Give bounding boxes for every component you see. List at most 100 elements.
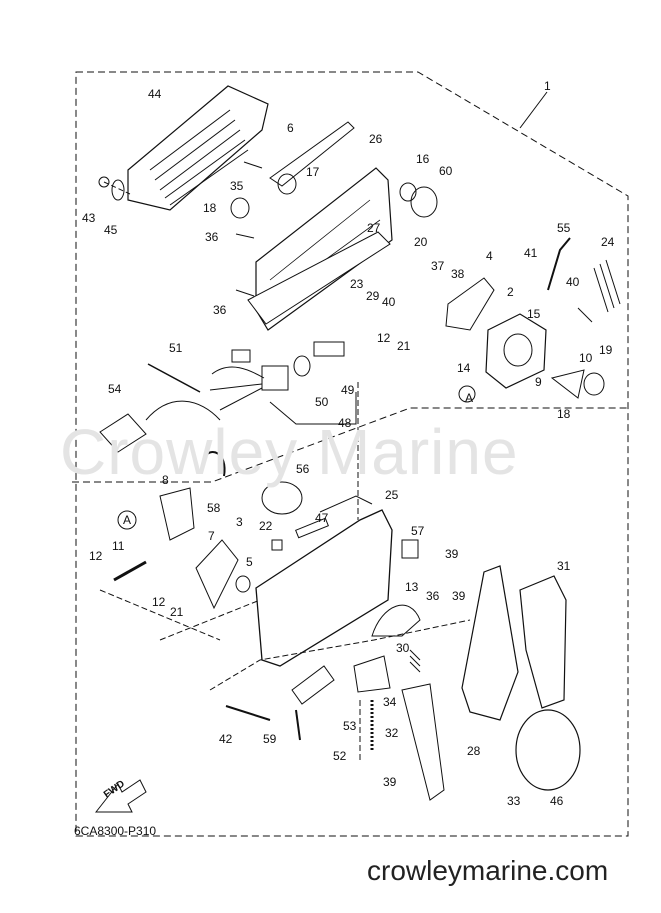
part-8-bracket <box>160 488 194 540</box>
label-21-top: 21 <box>397 339 411 353</box>
part-43-nut <box>99 177 109 187</box>
label-38: 38 <box>451 267 465 281</box>
label-28: 28 <box>467 744 481 758</box>
label-35: 35 <box>230 179 244 193</box>
part-30-spring <box>410 650 420 672</box>
part-36-screw-b <box>236 290 254 296</box>
part-16-ring <box>400 183 416 201</box>
label-50: 50 <box>315 395 329 409</box>
label-54: 54 <box>108 382 122 396</box>
label-43: 43 <box>82 211 96 225</box>
label-5: 5 <box>246 555 253 569</box>
label-39-bottom: 39 <box>383 775 397 789</box>
label-34: 34 <box>383 695 397 709</box>
part-11-pin <box>114 562 146 580</box>
part-28-arm <box>462 566 518 720</box>
label-25: 25 <box>385 488 399 502</box>
label-23: 23 <box>350 277 364 291</box>
label-55: 55 <box>557 221 571 235</box>
label-42: 42 <box>219 732 233 746</box>
part-18-grommet-b <box>584 373 604 395</box>
part-34-bracket <box>354 656 390 692</box>
label-57: 57 <box>411 524 425 538</box>
part-13-plate <box>372 605 420 636</box>
part-2-housing <box>486 314 546 388</box>
label-26: 26 <box>369 132 383 146</box>
part-42-bolt <box>226 706 270 720</box>
part-54-connector <box>100 414 146 452</box>
part-56-buzzer <box>262 482 302 514</box>
assembly-boundary <box>76 72 628 836</box>
label-22: 22 <box>259 519 273 533</box>
label-21-bottom: 21 <box>170 605 184 619</box>
part-46-cap <box>516 710 580 790</box>
part-36-screw <box>236 234 254 238</box>
part-18-grommet <box>231 198 249 218</box>
label-18-right: 18 <box>557 407 571 421</box>
label-14: 14 <box>457 361 471 375</box>
label-51: 51 <box>169 341 183 355</box>
label-36-top: 36 <box>205 230 219 244</box>
part-59-screw <box>296 710 300 740</box>
label-29: 29 <box>366 289 380 303</box>
callout-A-2: A <box>123 513 132 527</box>
label-3: 3 <box>236 515 243 529</box>
label-47: 47 <box>315 511 329 525</box>
part-48-harness <box>210 350 288 410</box>
label-33: 33 <box>507 794 521 808</box>
part-60-disc <box>411 187 437 217</box>
label-32: 32 <box>385 726 399 740</box>
label-19: 19 <box>599 343 613 357</box>
label-53: 53 <box>343 719 357 733</box>
label-52: 52 <box>333 749 347 763</box>
part-3-cam <box>196 540 238 608</box>
label-46: 46 <box>550 794 564 808</box>
label-49: 49 <box>341 383 355 397</box>
label-1: 1 <box>544 79 551 93</box>
label-12-bottom: 12 <box>152 595 166 609</box>
label-37: 37 <box>431 259 445 273</box>
label-12-left: 12 <box>89 549 103 563</box>
footer-url[interactable]: crowleymarine.com <box>367 855 609 886</box>
part-58-clamp <box>204 452 225 476</box>
label-12-top: 12 <box>377 331 391 345</box>
part-45-washer <box>112 180 124 200</box>
watermark-text: Crowley Marine <box>60 416 519 488</box>
label-39-top: 39 <box>445 547 459 561</box>
label-40-right: 40 <box>566 275 580 289</box>
diagram-code: 6CA8300-P310 <box>74 824 157 838</box>
label-9: 9 <box>535 375 542 389</box>
part-19-pin <box>578 308 592 322</box>
label-11: 11 <box>112 539 125 553</box>
label-16: 16 <box>416 152 430 166</box>
part-25-housing <box>256 510 392 666</box>
label-44: 44 <box>148 87 162 101</box>
part-24-spring <box>594 260 620 312</box>
label-56: 56 <box>296 462 310 476</box>
divider-line <box>72 408 628 482</box>
label-45: 45 <box>104 223 118 237</box>
part-4-lever <box>446 278 494 330</box>
label-13: 13 <box>405 580 419 594</box>
callout-A-1: A <box>465 391 474 405</box>
label-58: 58 <box>207 501 221 515</box>
label-10: 10 <box>579 351 593 365</box>
label-17: 17 <box>306 165 320 179</box>
part-22-clip <box>272 540 282 550</box>
part-27-plate <box>248 232 390 324</box>
label-41: 41 <box>524 246 538 260</box>
label-24: 24 <box>601 235 615 249</box>
fwd-arrow-icon <box>96 780 146 812</box>
label-60: 60 <box>439 164 453 178</box>
part-52-switch <box>292 666 334 704</box>
label-7: 7 <box>208 529 215 543</box>
label-40-mid: 40 <box>382 295 396 309</box>
part-57-bushing <box>402 540 418 558</box>
part-9-plate <box>552 370 584 398</box>
part-32-bracket <box>402 684 444 800</box>
part-44-cover <box>128 86 268 210</box>
part-5-washer <box>236 576 250 592</box>
label-36-bottom: 36 <box>426 589 440 603</box>
part-17-grommet <box>278 174 296 194</box>
label-20: 20 <box>414 235 428 249</box>
